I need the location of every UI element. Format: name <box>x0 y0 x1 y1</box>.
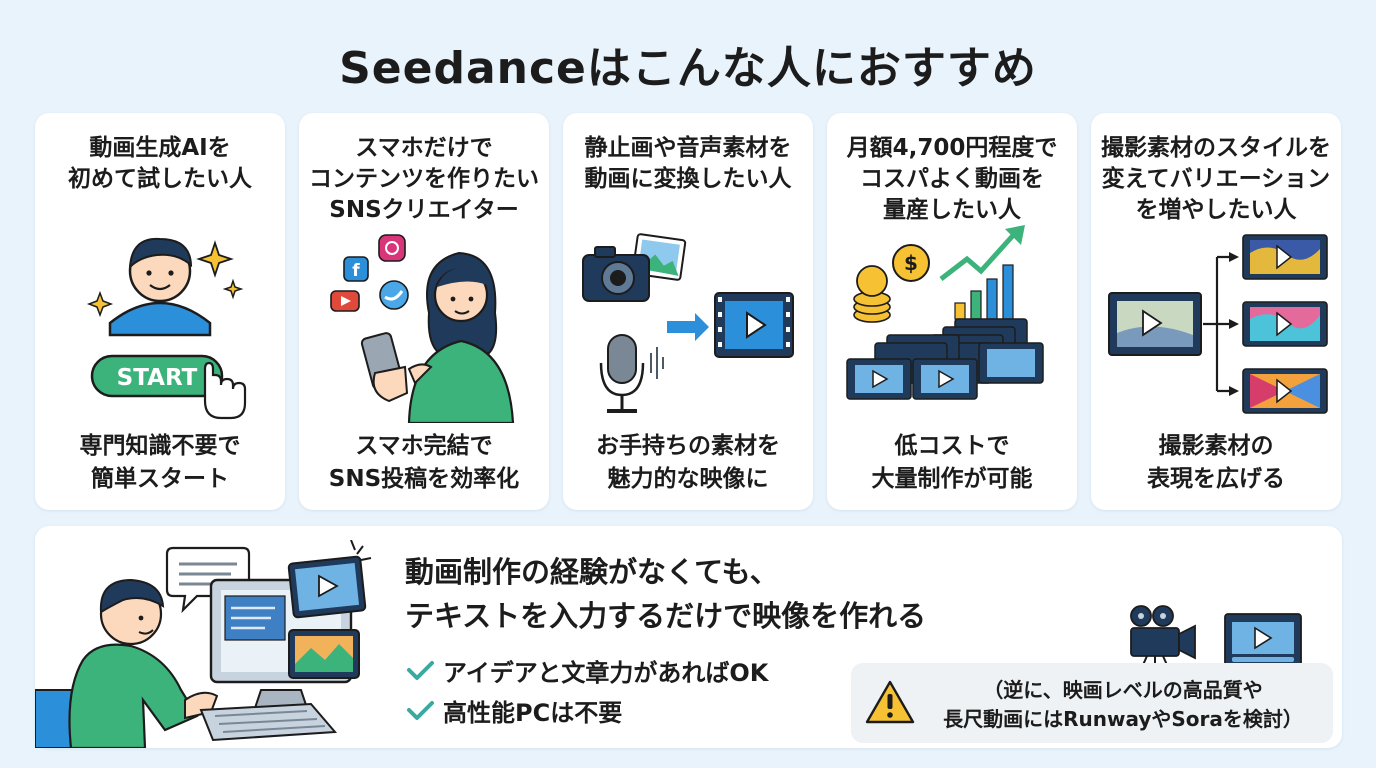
card-heading: スマホだけで コンテンツを作りたい SNSクリエイター <box>309 135 539 223</box>
page-title: Seedanceはこんな人におすすめ <box>339 43 1037 94</box>
card-heading: 動画生成AIを 初めて試したい人 <box>68 135 252 192</box>
card-style-variation: 撮影素材のスタイルを 変えてバリエーション を増やしたい人 <box>1091 113 1341 510</box>
instagram-icon <box>378 234 406 262</box>
variation-illustration <box>1108 234 1328 414</box>
video-window-icon <box>287 540 372 679</box>
card-caption: スマホ完結で SNS投稿を効率化 <box>328 433 520 492</box>
card-heading: 月額4,700円程度で コスパよく動画を 量産したい人 <box>846 135 1058 223</box>
warning-icon <box>865 680 915 724</box>
woman-icon <box>407 251 515 423</box>
microphone-icon <box>599 334 664 413</box>
smartphone-icon <box>360 332 433 403</box>
arrow-right-icon <box>667 313 709 341</box>
branch-arrow-icon <box>1203 252 1239 396</box>
sparkle-icon <box>86 240 244 318</box>
twitter-icon <box>379 280 409 310</box>
camera-icon <box>582 246 650 302</box>
film-camera-icon <box>1130 605 1196 674</box>
youtube-icon <box>330 290 360 312</box>
filmstrip-icon <box>1108 292 1202 356</box>
check-icon <box>407 661 434 680</box>
summary-panel: 動画制作の経験がなくても、 テキストを入力するだけで映像を作れる アイデアと文章… <box>35 526 1342 748</box>
list-item: 高性能PCは不要 <box>405 690 768 730</box>
benefit-text: アイデアと文章力があればOK <box>443 658 769 687</box>
person-at-computer-icon <box>35 540 372 748</box>
check-icon <box>407 701 434 720</box>
person-icon <box>108 237 212 337</box>
dollar-symbol: $ <box>904 251 918 275</box>
card-beginner: 動画生成AIを 初めて試したい人 START <box>35 113 285 510</box>
styled-video-icon <box>1242 234 1328 414</box>
start-button[interactable]: START <box>90 354 224 398</box>
growth-chart-icon <box>939 225 1025 320</box>
video-stack-icon <box>846 318 1044 400</box>
cost-illustration: $ <box>846 225 1044 400</box>
convert-illustration <box>582 233 794 413</box>
card-cost-performance: 月額4,700円程度で コスパよく動画を 量産したい人 $ <box>827 113 1077 510</box>
warning-note-text: （逆に、映画レベルの高品質や 長尺動画にはRunwayやSoraを検討） <box>943 678 1303 731</box>
video-frame-icon <box>1224 613 1302 667</box>
card-caption: 低コストで 大量制作が可能 <box>871 433 1033 492</box>
cinema-icons <box>1130 605 1302 674</box>
card-caption: 専門知識不要で 簡単スタート <box>79 433 241 492</box>
facebook-icon: f <box>343 256 369 282</box>
start-button-label: START <box>117 365 198 391</box>
video-frame-icon <box>714 292 794 358</box>
person-typing-icon <box>35 578 219 748</box>
card-caption: お手持ちの素材を 魅力的な映像に <box>596 433 780 492</box>
beginner-illustration: START <box>86 237 247 420</box>
card-material-convert: 静止画や音声素材を 動画に変換したい人 <box>563 113 813 510</box>
svg-text:f: f <box>352 261 360 281</box>
card-caption: 撮影素材の 表現を広げる <box>1147 433 1285 492</box>
card-heading: 静止画や音声素材を 動画に変換したい人 <box>584 135 792 192</box>
card-sns-creator: スマホだけで コンテンツを作りたい SNSクリエイター f <box>299 113 549 510</box>
list-item: アイデアと文章力があればOK <box>405 650 768 690</box>
benefit-text: 高性能PCは不要 <box>443 698 623 727</box>
keyboard-icon <box>199 702 338 742</box>
pointer-hand-icon <box>203 361 247 420</box>
sns-illustration: f <box>330 234 515 423</box>
benefit-list: アイデアと文章力があればOK 高性能PCは不要 <box>405 650 768 730</box>
card-heading: 撮影素材のスタイルを 変えてバリエーション を増やしたい人 <box>1101 135 1331 223</box>
coin-stack-icon: $ <box>853 244 930 323</box>
recommendation-cards: 動画生成AIを 初めて試したい人 START <box>35 113 1342 510</box>
summary-headline: 動画制作の経験がなくても、 テキストを入力するだけで映像を作れる <box>405 555 927 633</box>
warning-note: （逆に、映画レベルの高品質や 長尺動画にはRunwayやSoraを検討） <box>851 663 1333 743</box>
